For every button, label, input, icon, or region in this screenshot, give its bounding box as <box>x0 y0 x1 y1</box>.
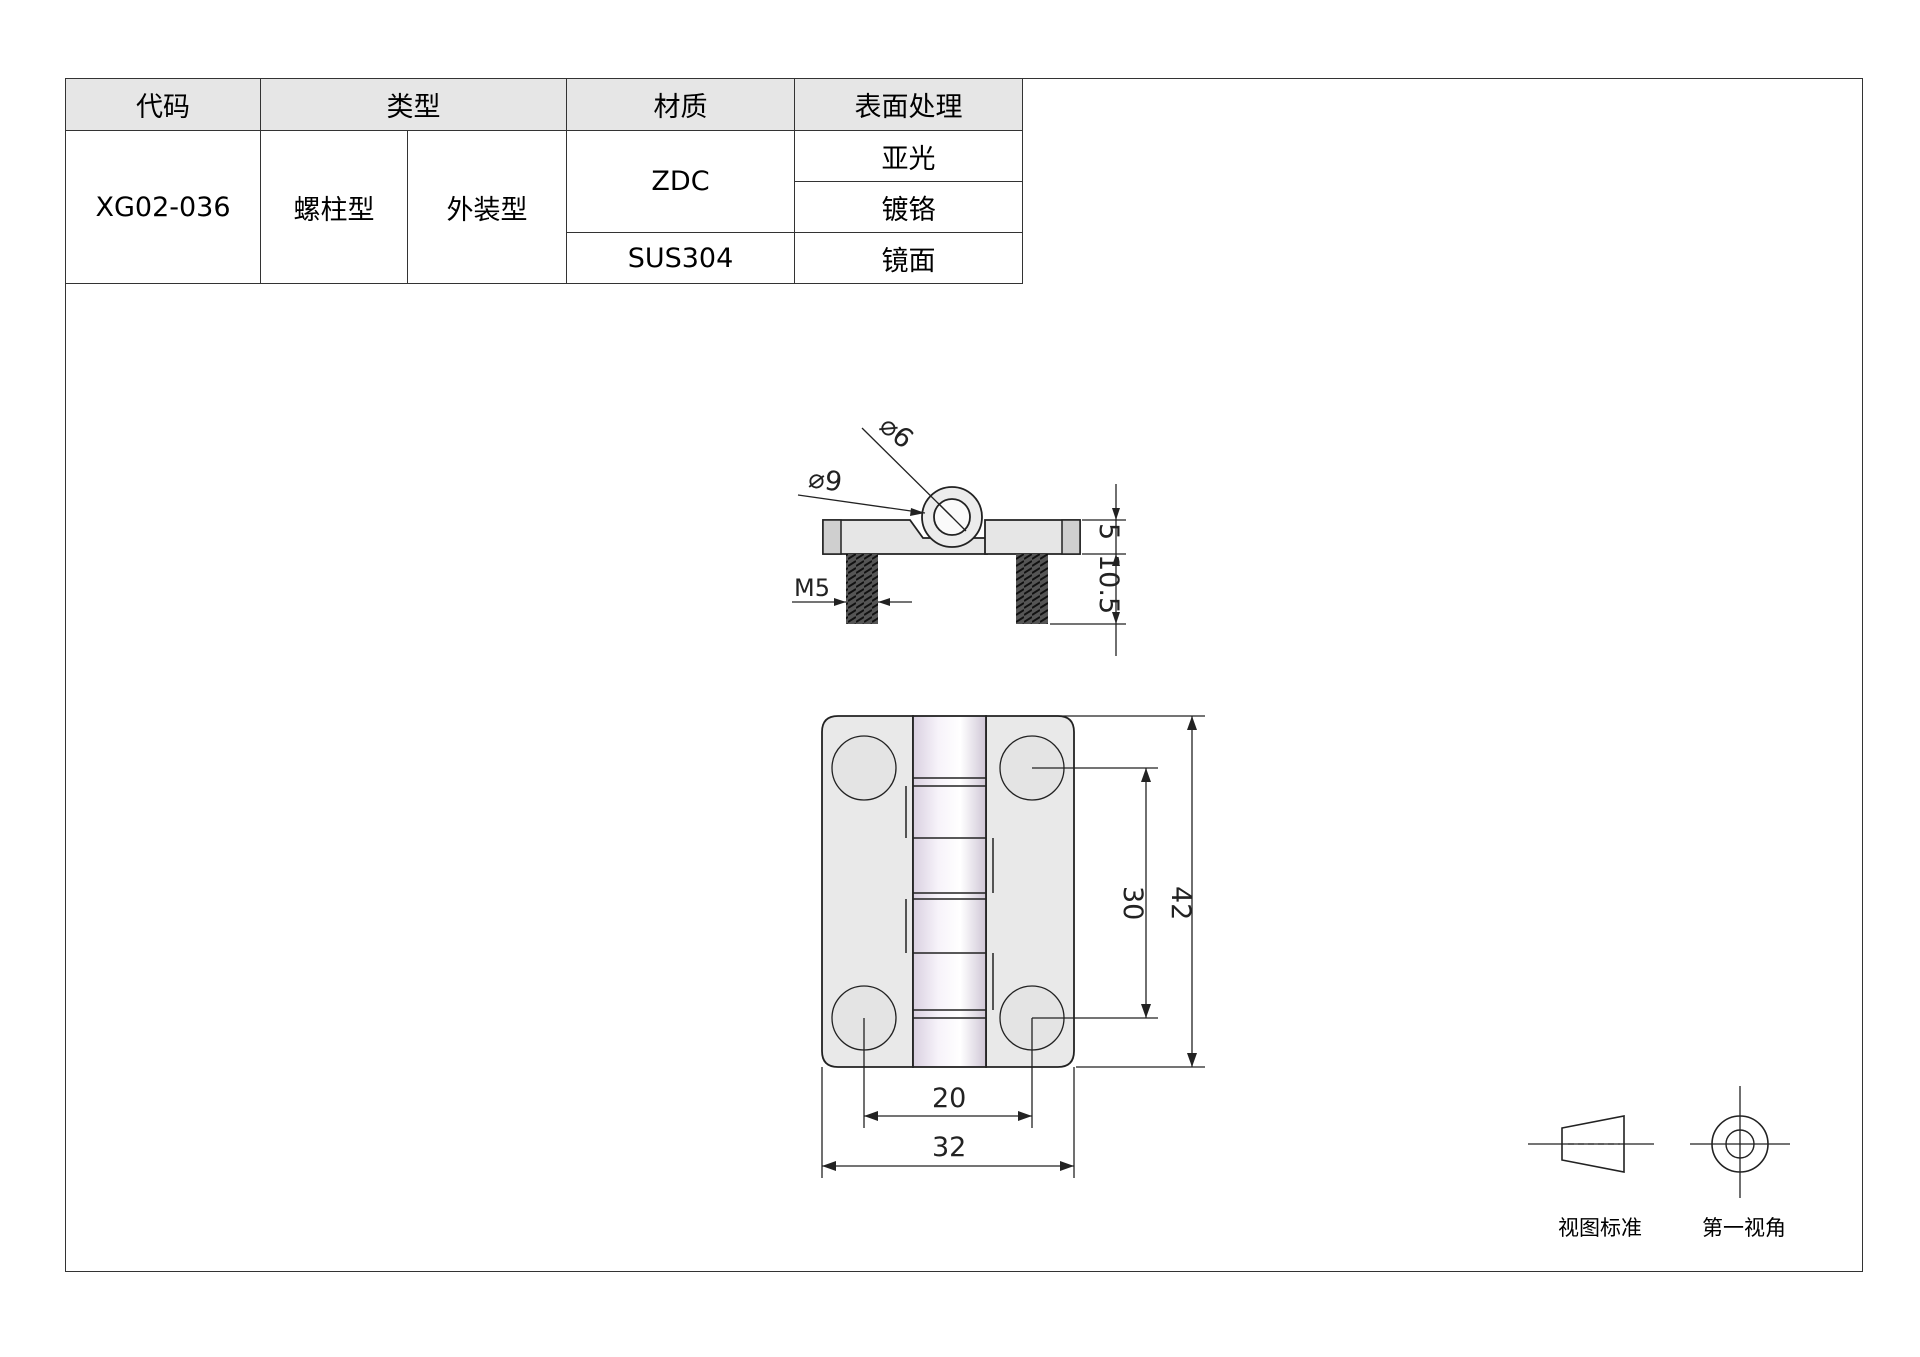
side-view: ⌀6 ⌀9 M5 5 10.5 <box>792 410 1126 656</box>
left-stud <box>846 554 878 624</box>
header-material: 材质 <box>566 78 795 131</box>
surface-cell-3: 镜面 <box>794 232 1023 284</box>
right-leaf-front <box>985 715 1075 1068</box>
knuckle-strip <box>912 715 987 1068</box>
stud-length-label: 10.5 <box>1093 554 1124 614</box>
thread-label: M5 <box>794 574 830 602</box>
type-cell-2: 外装型 <box>407 130 567 284</box>
spec-table: 代码 类型 材质 表面处理 XG02-036 螺柱型 外装型 ZDC 亚光 镀铬… <box>65 78 1023 284</box>
overall-height-label: 42 <box>1165 886 1196 920</box>
hole-spacing-vertical-label: 30 <box>1117 886 1148 920</box>
left-leaf-edge <box>822 519 842 555</box>
front-view: 42 30 20 32 <box>821 715 1205 1178</box>
header-surface: 表面处理 <box>794 78 1023 131</box>
surface-cell-1: 亚光 <box>794 130 1023 182</box>
knuckle-segments <box>905 777 994 1019</box>
truncated-cone-icon <box>1561 1115 1625 1173</box>
spec-row: SUS304 镜面 <box>66 232 1023 284</box>
mount-hole-top-left <box>831 735 897 801</box>
surface-cell-2: 镀铬 <box>794 181 1023 233</box>
projection-symbol <box>1528 1086 1790 1198</box>
material-cell-2: SUS304 <box>566 232 795 284</box>
spec-header-row: 代码 类型 材质 表面处理 <box>65 78 1023 131</box>
projection-circle-icon <box>1711 1115 1769 1173</box>
spec-row: XG02-036 螺柱型 外装型 ZDC 亚光 <box>65 130 1023 284</box>
view-standard-label: 视图标准 <box>1558 1216 1642 1240</box>
overall-width-label: 32 <box>932 1132 966 1163</box>
spec-row: 镀铬 <box>66 181 1023 233</box>
left-leaf-front <box>821 715 914 1068</box>
right-leaf-edge <box>1061 519 1081 555</box>
knuckle-diameter-label: ⌀9 <box>807 463 844 498</box>
hole-spacing-horizontal-label: 20 <box>932 1083 966 1114</box>
leaf-thickness-label: 5 <box>1093 523 1124 540</box>
right-stud <box>1016 554 1048 624</box>
material-cell-1: ZDC <box>566 130 795 233</box>
header-type: 类型 <box>260 78 567 131</box>
first-angle-label: 第一视角 <box>1702 1216 1786 1240</box>
code-cell: XG02-036 <box>65 130 261 284</box>
pin-diameter-label: ⌀6 <box>873 410 919 455</box>
